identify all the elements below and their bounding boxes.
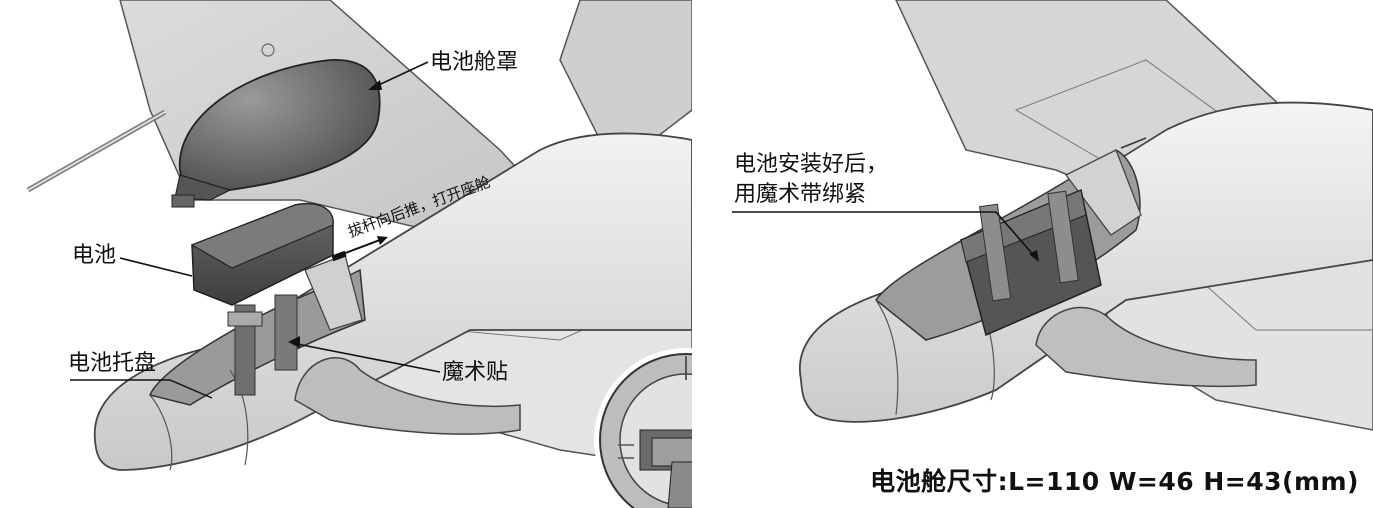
push-arrow — [339, 237, 386, 256]
right-aircraft-illustration — [732, 0, 1373, 431]
leader-velcro — [291, 342, 441, 373]
bulkhead-frame — [304, 254, 363, 331]
panel-divider — [692, 0, 696, 508]
engine-intake — [294, 357, 521, 435]
tray-strap-1 — [234, 304, 256, 396]
engine-intake-right — [1035, 306, 1257, 388]
label-velcro: 魔术贴 — [442, 360, 509, 385]
left-aircraft-illustration — [26, 0, 692, 508]
installed-strap-2 — [1047, 190, 1079, 284]
label-install-note-line2: 用魔术带绑紧 — [734, 182, 867, 207]
far-wing-tip — [559, 0, 692, 151]
inset-detail — [594, 348, 692, 508]
battery-bay-dimensions: 电池舱尺寸:L=110 W=46 H=43(mm) — [870, 467, 1359, 496]
label-battery: 电池 — [72, 243, 117, 268]
label-install-note-line1: 电池安装好后， — [734, 152, 889, 177]
left-diagram-panel: 电池舱罩 电池 拔杆向后推，打开座舱 电池托盘 魔术贴 — [26, 0, 692, 508]
cockpit-opening — [148, 268, 366, 406]
label-canopy-cover: 电池舱罩 — [430, 50, 519, 75]
label-battery-tray: 电池托盘 — [68, 351, 157, 376]
leader-battery — [119, 257, 193, 277]
installed-strap-1 — [978, 203, 1012, 302]
leader-canopy-cover — [371, 61, 429, 89]
right-diagram-panel: 电池安装好后， 用魔术带绑紧 电池舱尺寸:L=110 W=46 H=43(mm) — [696, 0, 1373, 508]
bulkhead-right — [1065, 149, 1142, 236]
tray-strap-2 — [274, 294, 298, 371]
